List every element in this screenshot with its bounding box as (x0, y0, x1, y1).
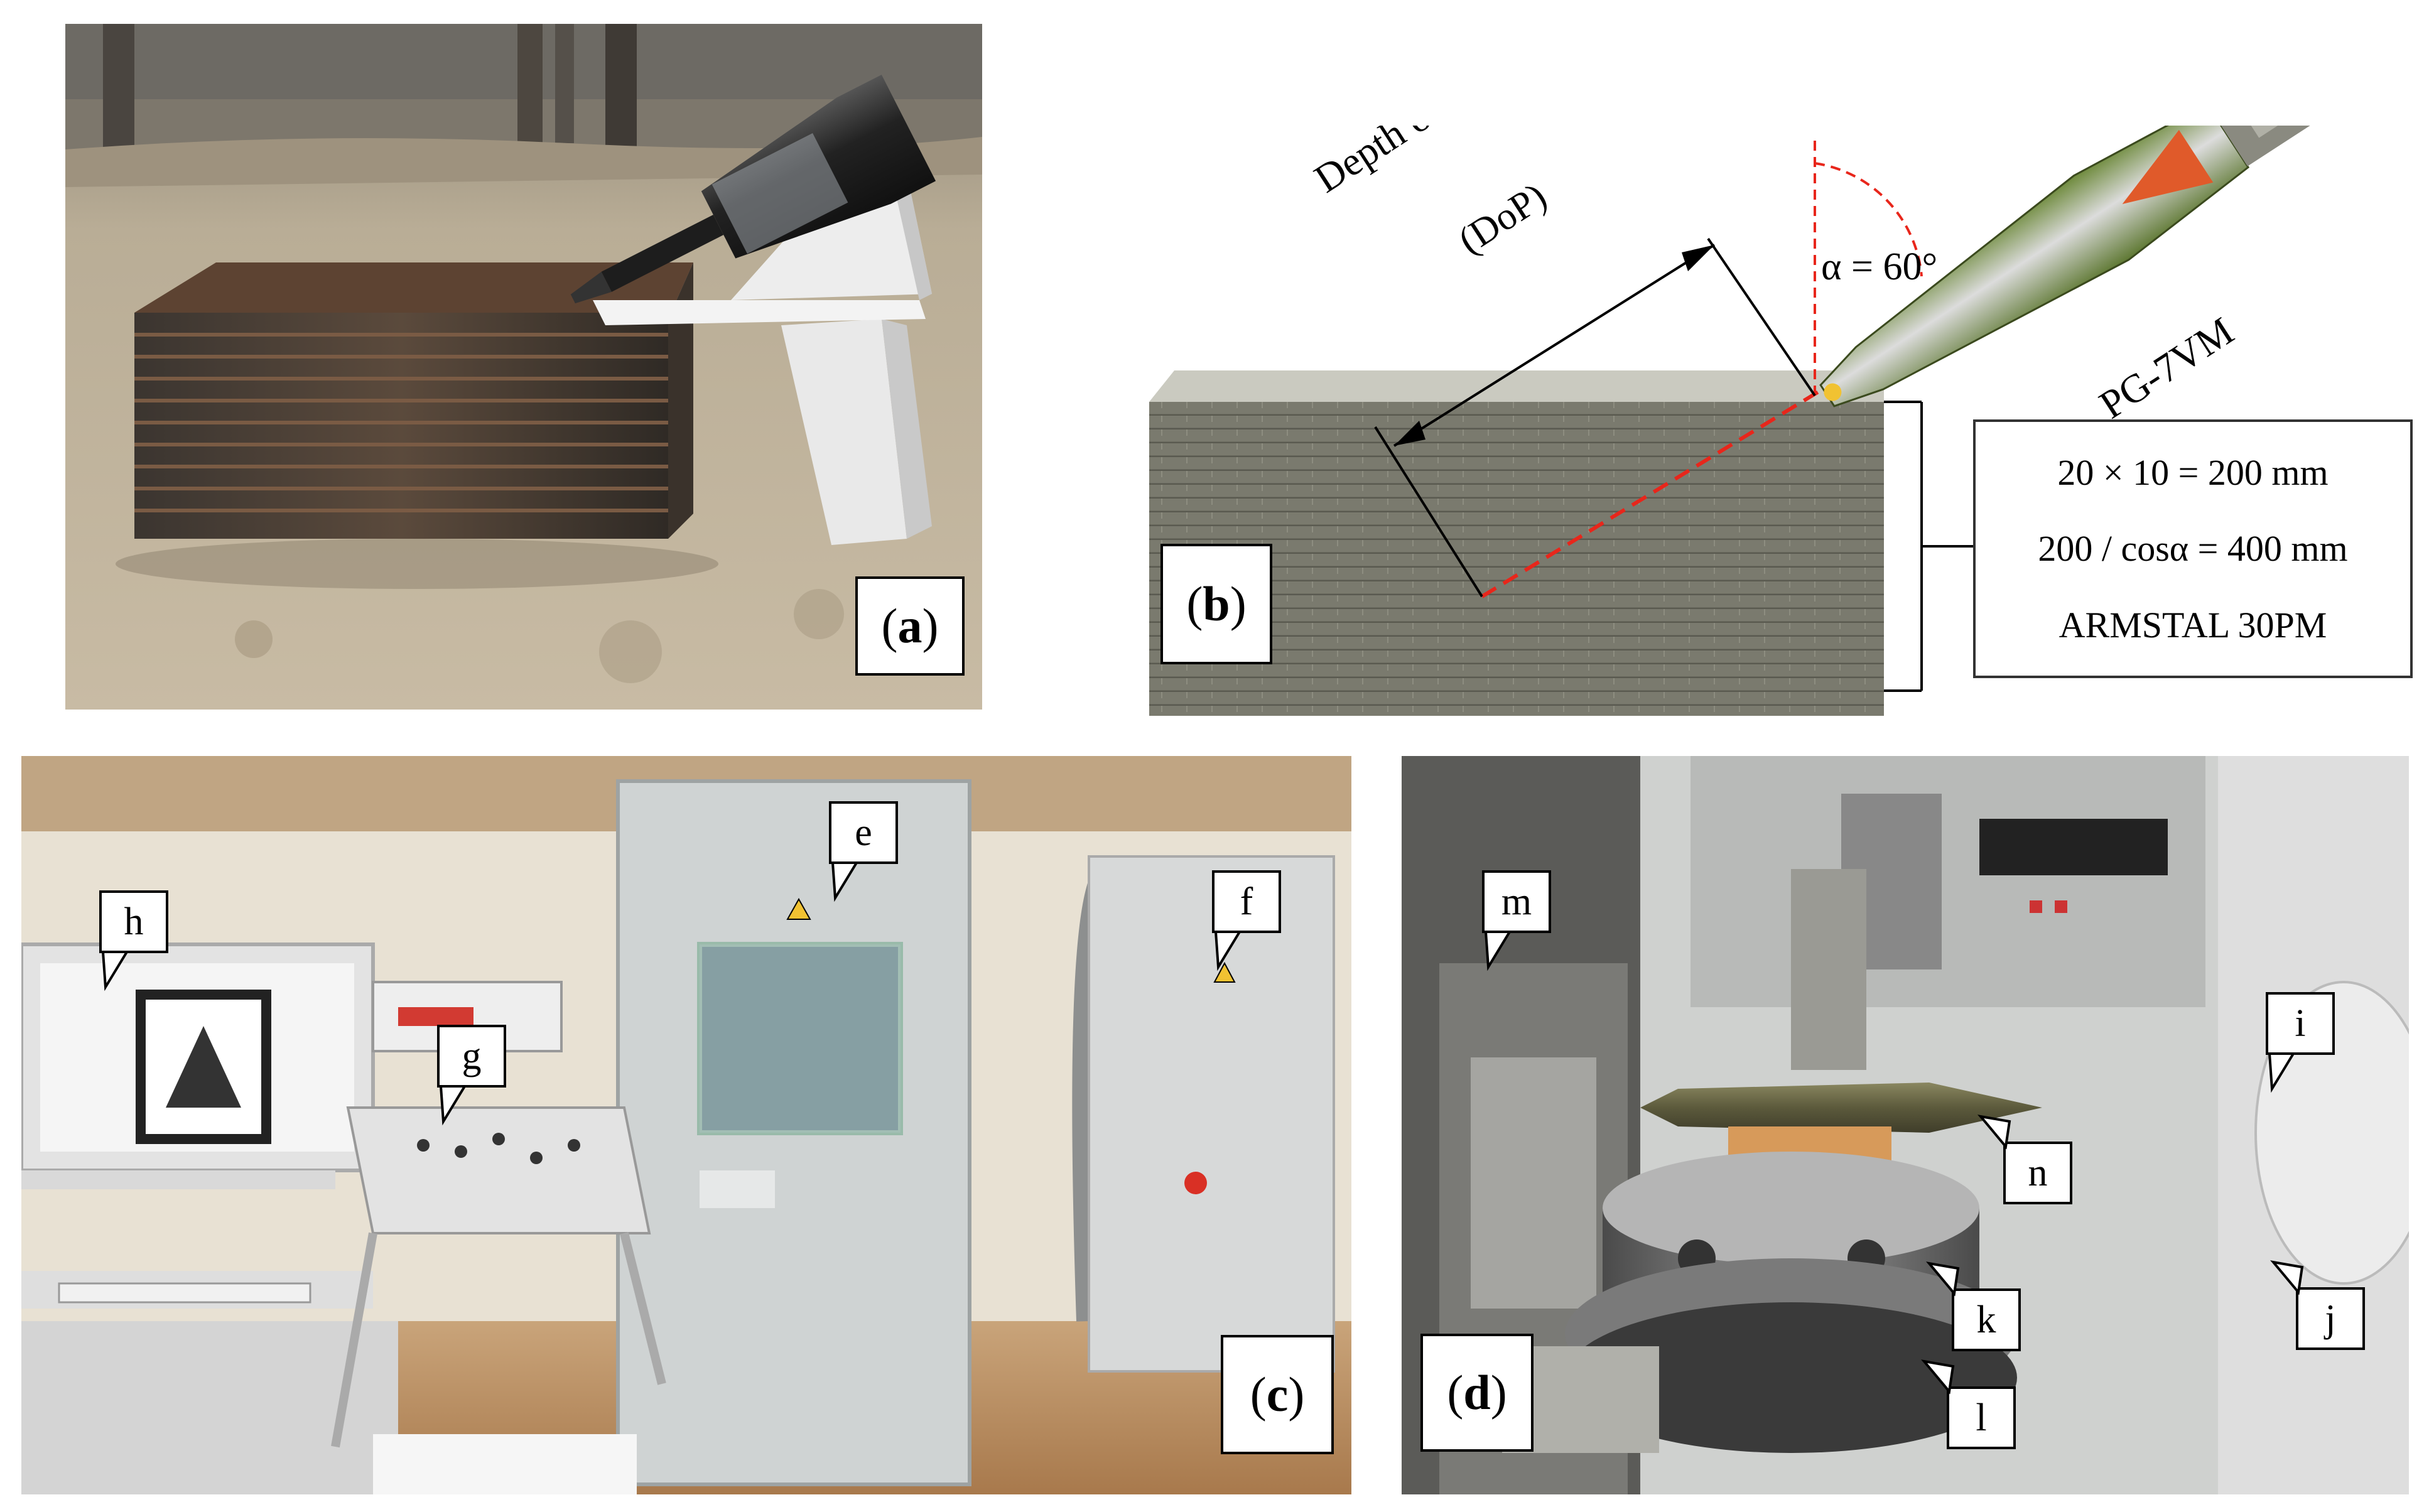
callout-n-tail (1977, 1115, 2011, 1150)
callout-h: h (99, 890, 168, 991)
callout-f: f (1212, 870, 1281, 971)
panel-c-scene (21, 756, 1351, 1494)
callout-i: i (2266, 992, 2335, 1093)
callout-j: j (2269, 1260, 2365, 1350)
armor-thickness: 20 × 10 = 200 mm (2057, 452, 2329, 494)
callout-l-tail (1920, 1359, 1955, 1395)
callout-g-tail (439, 1085, 467, 1126)
callout-m: m (1482, 870, 1551, 971)
callout-g: g (437, 1025, 506, 1126)
callout-j-tail (2269, 1260, 2304, 1295)
callout-f-tail (1214, 931, 1242, 971)
panel-b-label: (b) (1160, 544, 1272, 664)
panel-d-label: (d) (1420, 1334, 1534, 1452)
callout-l: l (1920, 1359, 2016, 1449)
panel-a-scene (65, 24, 982, 710)
panel-c-label: (c) (1221, 1335, 1334, 1454)
callout-e: e (829, 801, 898, 902)
panel-c-photo (21, 756, 1351, 1494)
angle-label: α = 60° (1821, 246, 1938, 288)
callout-k: k (1925, 1261, 2021, 1351)
armor-material: ARMSTAL 30PM (2058, 604, 2327, 645)
panel-a-photo (65, 24, 982, 710)
panel-a-label: (a) (855, 576, 965, 676)
callout-k-tail (1925, 1261, 1960, 1297)
callout-h-tail (101, 951, 129, 991)
callout-e-tail (831, 861, 859, 902)
panel-d-scene (1402, 756, 2409, 1494)
armor-spec-box: 20 × 10 = 200 mm 200 / cosα = 400 mm ARM… (1973, 419, 2413, 678)
callout-i-tail (2268, 1052, 2296, 1093)
armor-effective-thickness: 200 / cosα = 400 mm (2038, 528, 2348, 570)
callout-n: n (1977, 1115, 2072, 1204)
callout-m-tail (1484, 931, 1512, 971)
panel-d-photo (1402, 756, 2409, 1494)
